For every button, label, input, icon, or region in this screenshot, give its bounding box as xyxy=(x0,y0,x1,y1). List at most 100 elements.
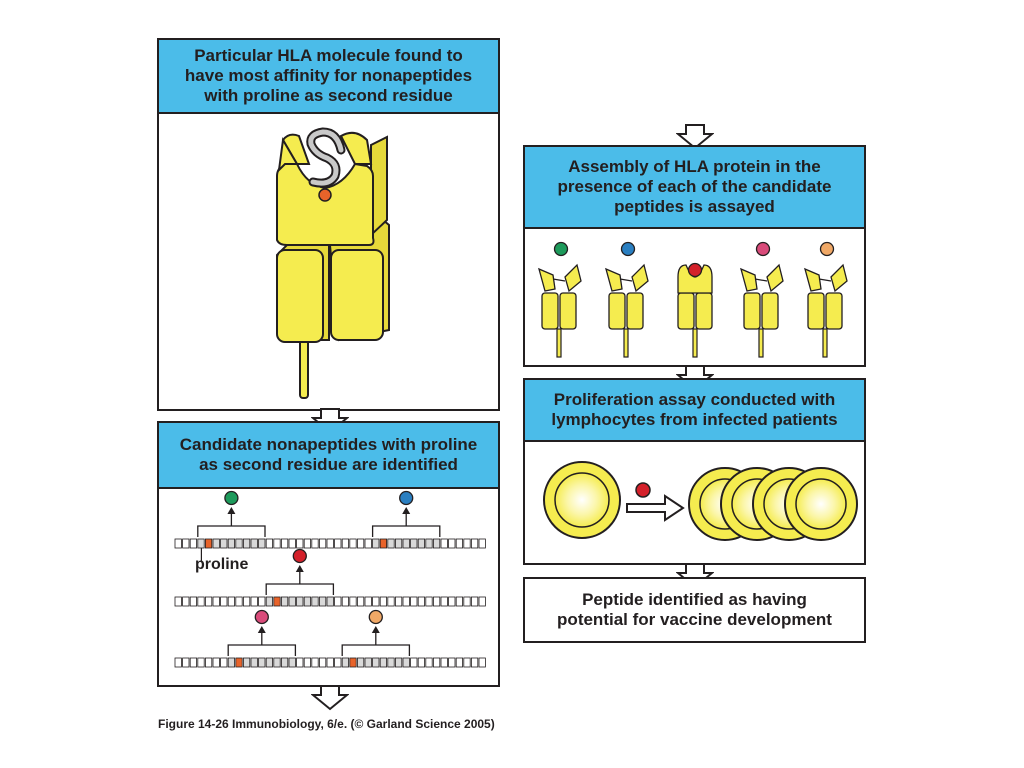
sequence-cell xyxy=(318,538,327,549)
sequence-cell xyxy=(470,657,479,668)
sequence-cell xyxy=(341,657,349,668)
sequence-cell xyxy=(334,657,342,668)
sequence-cell xyxy=(265,657,273,668)
sequence-cell xyxy=(189,596,198,607)
proline-residue xyxy=(318,188,332,202)
sequence-cell xyxy=(296,596,304,607)
sequence-cell xyxy=(364,596,372,607)
proline-residue xyxy=(205,538,213,549)
sequence-cell xyxy=(349,596,357,607)
sequence-cell xyxy=(402,657,410,668)
sequence-cell xyxy=(296,538,304,549)
sequence-cell xyxy=(364,657,372,668)
sequence-cell xyxy=(212,657,220,668)
peptide-red-dot xyxy=(635,482,651,498)
up-arrowhead xyxy=(371,626,380,633)
sequence-cell xyxy=(212,538,220,549)
hla-tail xyxy=(692,328,698,358)
sequence-cell xyxy=(243,657,251,668)
proline-residue xyxy=(273,596,281,607)
hla-groove-fragment xyxy=(804,267,822,292)
sequence-cell xyxy=(227,657,235,668)
candidates-header: Candidate nonapeptides with proline as s… xyxy=(159,423,498,489)
sequence-cell xyxy=(174,596,182,607)
sequence-cell xyxy=(311,596,319,607)
hla-groove-fragment xyxy=(538,267,556,292)
sequence-cell xyxy=(432,596,441,607)
hla-tail xyxy=(758,328,764,358)
sequence-cell xyxy=(417,596,426,607)
figure-caption: Figure 14-26 Immunobiology, 6/e. (© Garl… xyxy=(158,717,495,731)
sequence-cell xyxy=(189,657,198,668)
hla-domain xyxy=(807,292,825,330)
hla-molecule-illustration xyxy=(276,127,390,399)
sequence-cell xyxy=(265,538,273,549)
candidates-panel: Candidate nonapeptides with proline as s… xyxy=(157,421,500,687)
sequence-cell xyxy=(318,657,327,668)
sequence-cell xyxy=(417,538,426,549)
sequence-cell xyxy=(288,538,296,549)
hla-tail xyxy=(556,328,562,358)
sequence-cell xyxy=(197,596,205,607)
up-arrowhead xyxy=(295,565,304,572)
proliferation-panel: Proliferation assay conducted with lymph… xyxy=(523,378,866,565)
sequence-cell xyxy=(349,538,357,549)
sequence-cell xyxy=(220,538,228,549)
sequence-cell xyxy=(432,657,441,668)
hla-groove-fragment xyxy=(564,263,582,293)
assembly-panel: Assembly of HLA protein in the presence … xyxy=(523,145,866,367)
hla-domain xyxy=(761,292,779,330)
sequence-cell xyxy=(372,538,380,549)
identified-panel: Peptide identified as having potential f… xyxy=(523,577,866,643)
unassembled-hla-molecule xyxy=(538,241,582,358)
sequence-cell xyxy=(425,538,433,549)
candidate-peptide-dot xyxy=(224,490,239,506)
proliferating-cells xyxy=(688,467,858,541)
sequence-cell xyxy=(364,538,372,549)
free-peptide-dot xyxy=(819,241,835,257)
sequence-cell xyxy=(463,657,471,668)
sequence-cell xyxy=(463,538,471,549)
sequence-cell xyxy=(470,596,479,607)
window-bracket xyxy=(371,525,441,537)
hla-groove-fragment xyxy=(605,267,623,292)
candidate-peptide-dot xyxy=(368,609,383,625)
hla-groove-fragment xyxy=(631,263,649,293)
sequence-cell xyxy=(387,657,395,668)
sequence-cell xyxy=(227,596,235,607)
sequence-cell xyxy=(387,538,395,549)
hla-domain xyxy=(541,292,559,330)
sequence-cell xyxy=(448,657,456,668)
sequence-cell xyxy=(341,538,349,549)
sequence-cell xyxy=(478,596,486,607)
sequence-cell xyxy=(250,596,258,607)
sequence-cell xyxy=(182,596,190,607)
lymphocyte-cell xyxy=(543,461,621,539)
proliferation-illustration xyxy=(543,461,858,541)
sequence-cell xyxy=(250,538,258,549)
sequence-cell xyxy=(281,657,289,668)
down-arrow xyxy=(676,124,714,150)
hla-affinity-header: Particular HLA molecule found to have mo… xyxy=(159,40,498,114)
hla-groove-fragment xyxy=(766,263,784,293)
sequence-cell xyxy=(341,596,349,607)
sequence-cell xyxy=(296,657,304,668)
sequence-cell xyxy=(197,657,205,668)
hla-link xyxy=(552,278,566,282)
assembly-header: Assembly of HLA protein in the presence … xyxy=(525,147,864,229)
peptide-sequence-strip xyxy=(174,548,486,607)
sequence-cell xyxy=(281,596,289,607)
sequence-cell xyxy=(356,657,365,668)
proline-label: proline xyxy=(195,556,249,573)
sequence-cell xyxy=(281,538,289,549)
hla-tail xyxy=(822,328,828,358)
candidate-peptide-dot xyxy=(292,548,307,564)
hla-groove-fragment xyxy=(740,267,758,292)
unassembled-hla-molecule xyxy=(804,241,848,358)
sequence-cell xyxy=(448,596,456,607)
sequence-cell xyxy=(205,596,213,607)
hla-domain xyxy=(743,292,761,330)
sequence-cell xyxy=(288,657,296,668)
sequence-cell xyxy=(470,538,479,549)
sequence-cell xyxy=(334,538,342,549)
